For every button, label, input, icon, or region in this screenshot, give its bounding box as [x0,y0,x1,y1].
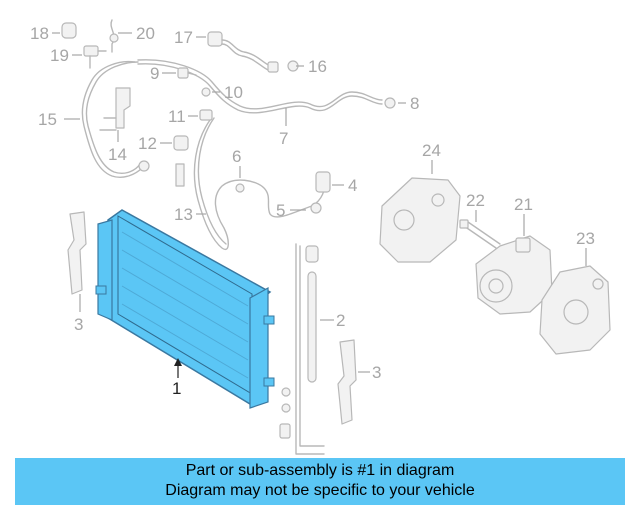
part-19-valve [83,45,107,69]
part-2-receiver-drier [279,243,325,455]
part-21-compressor [475,235,553,315]
parts-diagram: 1 2 3 3 4 5 6 7 8 9 10 11 12 13 14 15 16… [30,19,611,455]
part-9-valve [177,67,197,79]
leader-lines [52,32,587,378]
banner-line-2: Diagram may not be specific to your vehi… [165,482,475,499]
callout-12: 12 [138,134,157,153]
part-18-cap [61,22,77,39]
part-10-oring [201,87,211,97]
part-11-valve [199,109,213,121]
callout-9: 9 [150,64,159,83]
callout-17: 17 [174,28,193,47]
callout-21: 21 [514,195,533,214]
part-1-condenser [95,209,275,409]
callout-13: 13 [174,205,193,224]
part-24-bracket [379,177,461,263]
callout-14: 14 [108,145,127,164]
part-15-ac-line [81,60,150,178]
callout-1: 1 [172,379,181,398]
part-12-cap [173,135,189,151]
callout-10: 10 [224,83,243,102]
part-23-bracket [539,265,611,355]
part-6-5-4-ac-line [193,117,331,251]
callout-3-left: 3 [74,315,83,334]
callout-11: 11 [168,107,186,126]
part-22-bolt [459,219,501,249]
banner-line-1: Part or sub-assembly is #1 in diagram [185,462,455,479]
part-13-sensor [175,163,185,187]
part-20-sensor [109,19,119,53]
part-17-hose [207,31,279,73]
part-8-7-ac-line [137,59,396,114]
callout-18: 18 [30,24,49,43]
callout-labels: 1 2 3 3 4 5 6 7 8 9 10 11 12 13 14 15 16… [30,24,595,398]
part-3-bracket-left [67,211,87,295]
info-banner: Part or sub-assembly is #1 in diagram Di… [15,458,625,505]
part-3-bracket-right [337,339,357,425]
callout-24: 24 [422,141,441,160]
callout-6: 6 [232,147,241,166]
callout-3-right: 3 [372,363,381,382]
callout-7: 7 [279,129,288,148]
callout-16: 16 [308,57,327,76]
callout-8: 8 [410,94,419,113]
callout-2: 2 [336,311,345,330]
callout-20: 20 [136,24,155,43]
part-14-bracket [99,87,131,131]
callout-19: 19 [50,46,69,65]
callout-4: 4 [348,176,357,195]
callout-22: 22 [466,191,485,210]
callout-23: 23 [576,229,595,248]
callout-5: 5 [276,201,285,220]
callout-15: 15 [38,110,57,129]
